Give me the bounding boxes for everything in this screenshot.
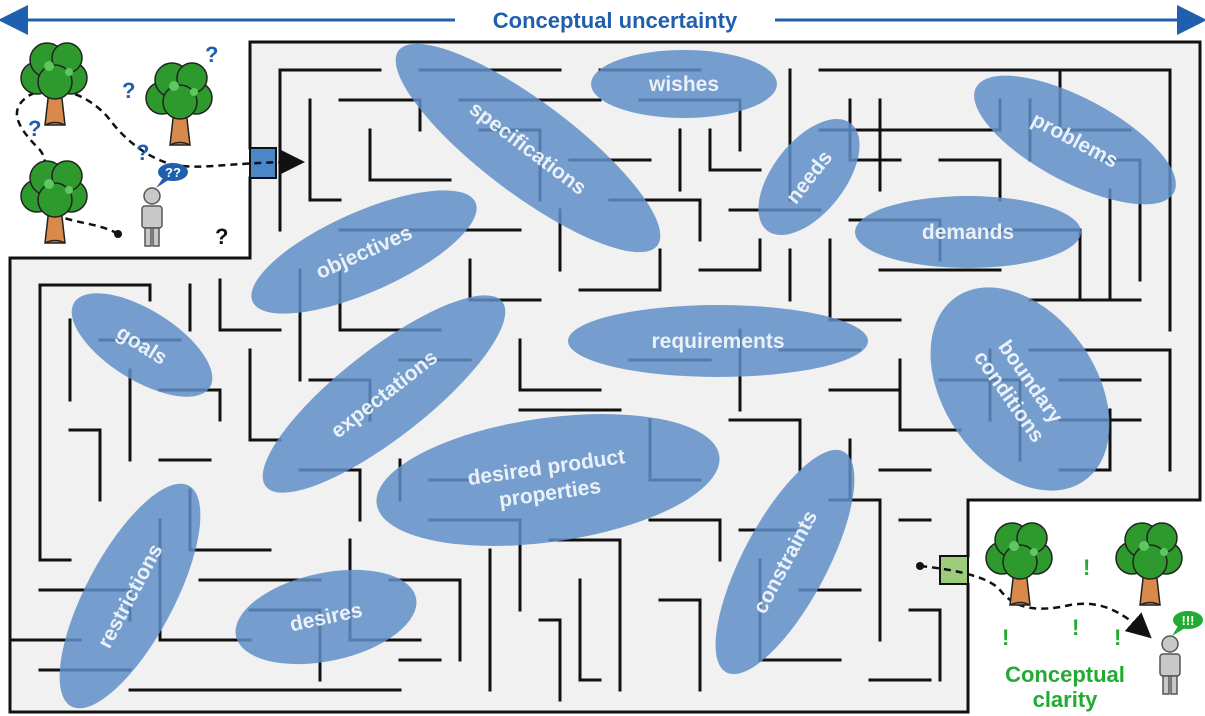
exclamation-mark: ! [1114,625,1121,650]
tree-icon [145,62,213,146]
ellipse-requirements: requirements [568,305,868,377]
ellipse-goals: goals [71,293,213,397]
title-uncertainty: Conceptual uncertainty [493,8,738,33]
ellipse-label: demands [922,221,1014,244]
confused-bubble-text: ?? [165,165,181,180]
ellipse-desired-product-properties: desired product properties [376,414,720,546]
tree-icon [1115,522,1183,606]
question-mark: ? [215,224,228,249]
question-mark: ? [136,140,149,165]
question-mark: ? [122,78,135,103]
ellipse-demands: demands [855,196,1081,268]
ellipse-desires: desires [235,569,417,665]
tree-icon [20,42,88,126]
clarity-label-line1: Conceptual [1005,662,1125,687]
start-dot [114,230,122,238]
question-mark: ? [28,116,41,141]
ellipse-label: wishes [648,73,719,96]
tree-icon [20,160,88,244]
ellipse-constraints: constraints [715,449,855,675]
exclamation-mark: ! [1083,555,1090,580]
ellipse-objectives: objectives [251,190,477,314]
clear-bubble-text: !!! [1182,613,1195,628]
ellipse-wishes: wishes [591,50,777,118]
ellipse-label: requirements [651,330,784,353]
exclamation-mark: ! [1002,625,1009,650]
speech-bubble-icon [1173,611,1203,629]
person-icon [141,187,163,247]
ellipse-boundary-conditions: boundary conditions [930,287,1110,491]
ellipse-restrictions: restrictions [59,483,201,709]
ellipse-needs: needs [758,119,860,235]
tree-icon [985,522,1053,606]
exit-dot [916,562,924,570]
clarity-label-line2: clarity [1033,687,1099,712]
ellipse-problems: problems [974,75,1176,205]
exclamation-mark: ! [1072,615,1079,640]
question-mark: ? [205,42,218,67]
exit-path-arrow [919,564,1152,639]
speech-bubble-icon [158,163,188,181]
person-icon [1159,635,1181,695]
